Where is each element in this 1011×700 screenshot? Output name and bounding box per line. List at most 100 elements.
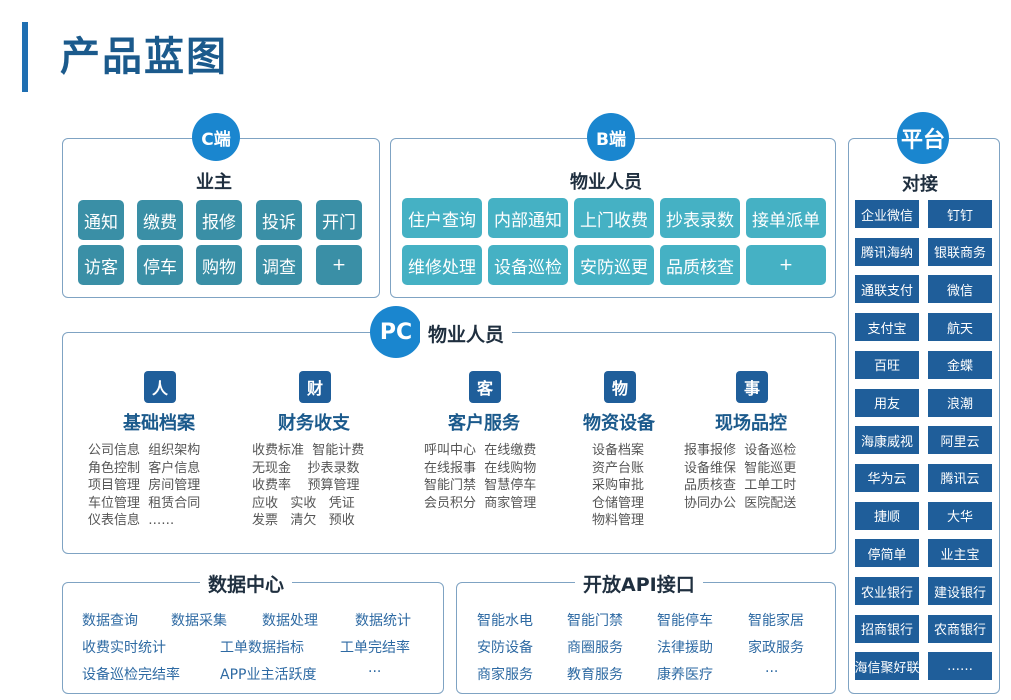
c-chip[interactable]: 缴费 bbox=[137, 200, 183, 240]
platform-item[interactable]: 通联支付 bbox=[855, 275, 919, 304]
b-chip[interactable]: 上门收费 bbox=[574, 198, 654, 238]
category-feature-line: 角色控制 客户信息 bbox=[88, 460, 201, 476]
open-api-item: 康养医疗 bbox=[657, 667, 713, 683]
b-chip[interactable]: 抄表录数 bbox=[660, 198, 740, 238]
data-center-item: 数据采集 bbox=[171, 613, 227, 629]
platform-item[interactable]: 企业微信 bbox=[855, 200, 919, 228]
platform-item[interactable]: 阿里云 bbox=[928, 426, 992, 455]
category-feature-line: 收费标准 智能计费 bbox=[252, 443, 365, 458]
data-center-title: 数据中心 bbox=[200, 570, 293, 597]
category-icon: 人 bbox=[144, 371, 176, 403]
data-center-item: 收费实时统计 bbox=[82, 640, 166, 656]
category-feature-line: 设备档案 bbox=[592, 443, 645, 458]
category-feature-line: 收费率 预算管理 bbox=[252, 478, 360, 493]
open-api-item: 智能水电 bbox=[477, 613, 533, 629]
data-center-item: 数据处理 bbox=[262, 613, 318, 629]
open-api-item: 安防设备 bbox=[477, 640, 533, 656]
category-feature-line: 品质核查 工单工时 bbox=[684, 478, 797, 493]
platform-item[interactable]: 金蝶 bbox=[928, 350, 992, 379]
platform-item[interactable]: 捷顺 bbox=[855, 501, 919, 530]
platform-item[interactable]: 航天 bbox=[928, 313, 992, 342]
platform-item[interactable]: 腾讯云 bbox=[928, 463, 992, 492]
b-chip[interactable]: 维修处理 bbox=[402, 245, 482, 285]
platform-item[interactable]: 业主宝 bbox=[928, 539, 992, 568]
data-center-item: 数据统计 bbox=[355, 613, 411, 629]
category-feature-line: 报事报修 设备巡检 bbox=[684, 443, 797, 458]
category-title: 基础档案 bbox=[123, 413, 195, 434]
title-accent-bar bbox=[22, 22, 28, 92]
platform-item[interactable]: 百旺 bbox=[855, 350, 919, 379]
data-center-item: 工单数据指标 bbox=[220, 640, 304, 656]
platform-item[interactable]: …… bbox=[928, 652, 992, 681]
c-chip[interactable]: 通知 bbox=[78, 200, 124, 240]
data-center-item: 设备巡检完结率 bbox=[82, 667, 180, 683]
category-feature-line: 车位管理 租赁合同 bbox=[88, 495, 201, 511]
platform-heading: 对接 bbox=[902, 174, 938, 195]
pc-heading: 物业人员 bbox=[420, 320, 513, 347]
b-chip[interactable]: 住户查询 bbox=[402, 198, 482, 238]
open-api-item: 家政服务 bbox=[748, 640, 804, 656]
b-chip[interactable]: 设备巡检 bbox=[488, 245, 568, 285]
c-badge: C端 bbox=[192, 113, 240, 161]
b-heading: 物业人员 bbox=[570, 172, 642, 193]
c-chip[interactable]: 调查 bbox=[256, 245, 302, 285]
platform-item[interactable]: 大华 bbox=[928, 501, 992, 530]
b-chip[interactable]: 品质核查 bbox=[660, 245, 740, 285]
platform-item[interactable]: 农商银行 bbox=[928, 614, 992, 643]
data-center-panel bbox=[62, 582, 444, 694]
c-chip[interactable]: 购物 bbox=[196, 245, 242, 285]
platform-item[interactable]: 钉钉 bbox=[928, 200, 992, 228]
platform-item[interactable]: 停简单 bbox=[855, 539, 919, 568]
category-feature-line: 设备维保 智能巡更 bbox=[684, 460, 797, 476]
category-icon: 客 bbox=[469, 371, 501, 403]
category-title: 客户服务 bbox=[448, 413, 520, 434]
category-feature-line: 无现金 抄表录数 bbox=[252, 460, 360, 476]
b-chip[interactable]: 安防巡更 bbox=[574, 245, 654, 285]
b-chip-add[interactable]: + bbox=[746, 245, 826, 285]
category-feature-line: 仪表信息 …… bbox=[88, 513, 175, 528]
open-api-item: ··· bbox=[765, 664, 779, 680]
open-api-item: 智能门禁 bbox=[567, 613, 623, 629]
platform-item[interactable]: 华为云 bbox=[855, 463, 919, 492]
c-heading: 业主 bbox=[196, 172, 232, 193]
platform-item[interactable]: 浪潮 bbox=[928, 388, 992, 417]
platform-badge: 平台 bbox=[897, 112, 949, 164]
data-center-item: ··· bbox=[368, 664, 382, 680]
platform-item[interactable]: 微信 bbox=[928, 275, 992, 304]
platform-item[interactable]: 银联商务 bbox=[928, 237, 992, 266]
c-chip[interactable]: 开门 bbox=[316, 200, 362, 240]
category-feature-line: 采购审批 bbox=[592, 478, 645, 493]
pc-badge: PC bbox=[370, 306, 422, 358]
platform-item[interactable]: 建设银行 bbox=[928, 577, 992, 605]
category-feature-line: 仓储管理 bbox=[592, 495, 645, 511]
category-icon: 财 bbox=[299, 371, 331, 403]
b-chip[interactable]: 内部通知 bbox=[488, 198, 568, 238]
platform-item[interactable]: 支付宝 bbox=[855, 313, 919, 342]
c-chip[interactable]: 停车 bbox=[137, 245, 183, 285]
category-icon: 事 bbox=[736, 371, 768, 403]
category-feature-line: 资产台账 bbox=[592, 460, 645, 476]
category-feature-line: 在线报事 在线购物 bbox=[424, 460, 537, 476]
category-icon: 物 bbox=[604, 371, 636, 403]
platform-item[interactable]: 农业银行 bbox=[855, 577, 919, 605]
platform-item[interactable]: 招商银行 bbox=[855, 614, 919, 643]
platform-item[interactable]: 用友 bbox=[855, 388, 919, 417]
platform-item[interactable]: 腾讯海纳 bbox=[855, 237, 919, 266]
open-api-item: 智能停车 bbox=[657, 613, 713, 629]
category-feature-line: 公司信息 组织架构 bbox=[88, 443, 201, 458]
category-feature-line: 智能门禁 智慧停车 bbox=[424, 478, 537, 493]
category-feature-line: 呼叫中心 在线缴费 bbox=[424, 443, 537, 458]
category-feature-line: 应收 实收 凭证 bbox=[252, 495, 355, 511]
platform-item[interactable]: 海信聚好联 bbox=[855, 652, 920, 681]
b-badge: B端 bbox=[587, 113, 635, 161]
open-api-item: 法律援助 bbox=[657, 640, 713, 656]
c-chip[interactable]: 投诉 bbox=[256, 200, 302, 240]
c-chip-add[interactable]: + bbox=[316, 245, 362, 285]
c-chip[interactable]: 访客 bbox=[78, 245, 124, 285]
category-feature-line: 物料管理 bbox=[592, 513, 645, 528]
c-chip[interactable]: 报修 bbox=[196, 200, 242, 240]
platform-item[interactable]: 海康威视 bbox=[855, 426, 919, 455]
open-api-item: 智能家居 bbox=[748, 613, 804, 629]
b-chip[interactable]: 接单派单 bbox=[746, 198, 826, 238]
pc-panel bbox=[62, 332, 836, 554]
